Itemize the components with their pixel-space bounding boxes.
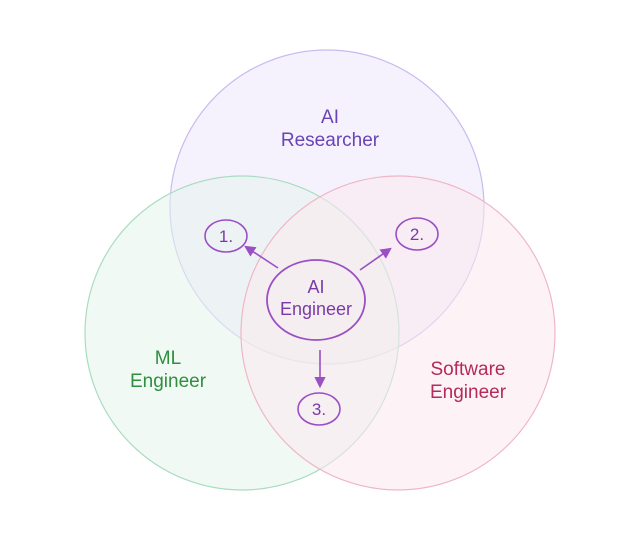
researcher-label-line2: Researcher — [281, 130, 380, 151]
ml-engineer-label-line1: ML — [155, 348, 181, 369]
software-engineer-label: Software Engineer — [430, 359, 507, 403]
software-engineer-label-line1: Software — [431, 359, 506, 380]
marker-2-outline — [395, 217, 439, 251]
software-engineer-label-line2: Engineer — [430, 382, 507, 403]
software-engineer-circle — [240, 175, 556, 491]
ml-engineer-label: ML Engineer — [130, 348, 207, 392]
marker-1-label: 1. — [219, 227, 233, 246]
marker-1: 1. — [204, 219, 248, 253]
ai-engineer-node: AI Engineer — [266, 259, 366, 341]
marker-2: 2. — [395, 217, 439, 251]
ai-engineer-label-line2: Engineer — [280, 299, 352, 319]
arrow-to-marker-2 — [359, 247, 392, 271]
marker-3-outline — [297, 392, 341, 426]
ml-engineer-label-line2: Engineer — [130, 371, 207, 392]
researcher-label-line1: AI — [321, 107, 339, 128]
marker-1-outline — [204, 219, 248, 253]
arrow-to-marker-1 — [244, 245, 279, 269]
ai-engineer-outline — [266, 259, 366, 341]
marker-3: 3. — [297, 392, 341, 426]
marker-2-label: 2. — [410, 225, 424, 244]
researcher-label: AI Researcher — [281, 107, 380, 151]
marker-3-label: 3. — [312, 400, 326, 419]
ai-engineer-label-line1: AI — [307, 277, 324, 297]
